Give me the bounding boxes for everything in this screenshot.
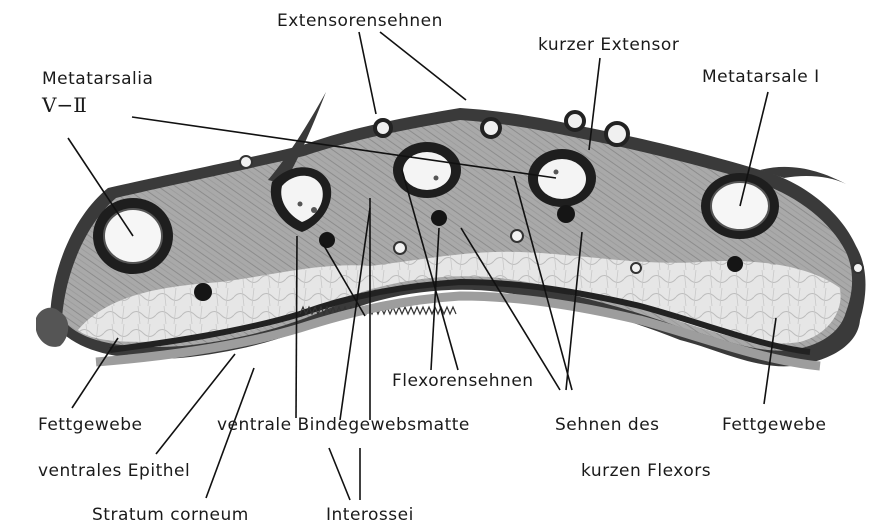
leader-ventrales-epithel	[156, 354, 235, 454]
extensor-tendon	[566, 112, 584, 130]
flexor-tendon	[319, 232, 335, 248]
label-ventrale-bindegewebsmatte: ventrale Bindegewebsmatte	[217, 415, 470, 435]
leader-extensorensehnen-a	[359, 32, 376, 114]
label-metatarsalia-range: Ⅴ−Ⅱ	[41, 93, 87, 117]
flexor-tendon	[194, 283, 212, 301]
tissue-section	[36, 92, 866, 366]
label-flexorensehnen: Flexorensehnen	[392, 371, 534, 391]
label-sehnen-des: Sehnen des	[555, 415, 660, 435]
flexor-tendon	[431, 210, 447, 226]
extensor-tendon	[375, 120, 391, 136]
metatarsal-iii	[393, 142, 461, 198]
label-extensorensehnen: Extensorensehnen	[277, 11, 443, 31]
leader-extensorensehnen-b	[380, 32, 466, 100]
metatarsal-ii	[528, 149, 596, 207]
flexor-tendon	[557, 205, 575, 223]
label-metatarsalia: Metatarsalia	[42, 69, 153, 89]
label-metatarsale-i: Metatarsale Ⅰ	[702, 67, 820, 87]
label-interossei: Interossei	[326, 505, 414, 525]
leader-ventrale-a	[296, 236, 297, 418]
label-kurzen-flexors: kurzen Flexors	[581, 461, 711, 481]
label-kurzer-extensor: kurzer Extensor	[538, 35, 679, 55]
label-fettgewebe-left: Fettgewebe	[38, 415, 143, 435]
extensor-tendon	[482, 119, 500, 137]
leader-interossei-a	[329, 448, 350, 500]
label-stratum-corneum: Stratum corneum	[92, 505, 249, 525]
extensor-tendon	[606, 123, 628, 145]
label-fettgewebe-right: Fettgewebe	[722, 415, 827, 435]
label-ventrales-epithel: ventrales Epithel	[38, 461, 190, 481]
flexor-tendon	[727, 256, 743, 272]
